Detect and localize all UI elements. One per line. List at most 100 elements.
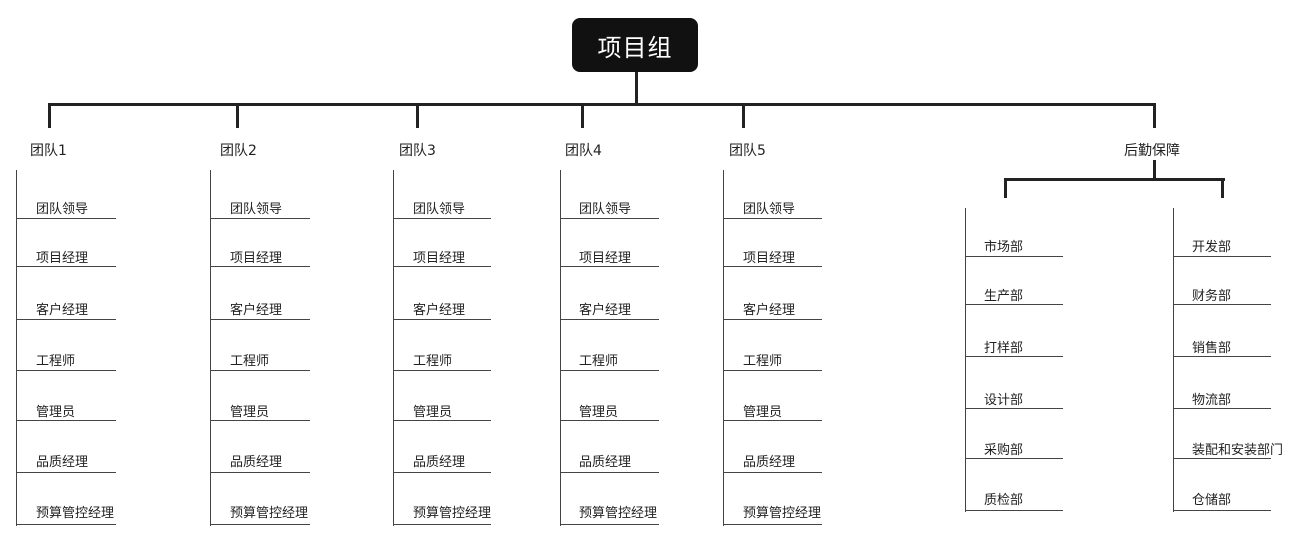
department-item: 装配和安装部门 [1192, 443, 1284, 458]
team-4-role: 客户经理 [579, 303, 632, 318]
team-1-drop [48, 103, 51, 128]
team-4-role: 项目经理 [579, 251, 632, 266]
team-4-role-underline [560, 420, 659, 421]
department-item: 设计部 [984, 393, 1024, 408]
team-5-rail [723, 170, 724, 526]
logistics-stem [1153, 160, 1156, 180]
logistics-drop [1153, 103, 1156, 128]
team-3-role: 预算管控经理 [413, 506, 492, 521]
team-2-role-underline [210, 524, 310, 525]
team-1-rail [16, 170, 17, 526]
department-item: 仓储部 [1192, 493, 1232, 508]
team-4-role-underline [560, 472, 659, 473]
team-2-role: 品质经理 [230, 455, 283, 470]
team-5-role-underline [723, 370, 822, 371]
team-5-role: 管理员 [743, 405, 783, 420]
team-1-title: 团队1 [30, 143, 67, 159]
root-node: 项目组 [572, 18, 698, 72]
team-1-role: 预算管控经理 [36, 506, 115, 521]
team-5-role: 工程师 [743, 354, 783, 369]
team-3-role-underline [393, 524, 491, 525]
team-3-role: 工程师 [413, 354, 453, 369]
department-underline [965, 256, 1063, 257]
team-1-role: 工程师 [36, 354, 76, 369]
team-2-role-underline [210, 319, 310, 320]
team-5-role: 客户经理 [743, 303, 796, 318]
department-underline [965, 408, 1063, 409]
department-underline [1173, 356, 1271, 357]
team-2-role: 团队领导 [230, 202, 283, 217]
team-4-role: 管理员 [579, 405, 619, 420]
team-3-role: 团队领导 [413, 202, 466, 217]
team-3-role-underline [393, 319, 491, 320]
team-3-role-underline [393, 218, 491, 219]
department-item: 物流部 [1192, 393, 1232, 408]
team-5-role-underline [723, 420, 822, 421]
team-1-role: 团队领导 [36, 202, 89, 217]
team-3-title: 团队3 [399, 143, 436, 159]
team-2-role-underline [210, 266, 310, 267]
department-underline [1173, 458, 1271, 459]
department-underline [965, 356, 1063, 357]
team-3-role-underline [393, 472, 491, 473]
team-1-role-underline [16, 218, 116, 219]
team-3-role: 品质经理 [413, 455, 466, 470]
team-1-role-underline [16, 472, 116, 473]
team-5-role: 项目经理 [743, 251, 796, 266]
team-5-role-underline [723, 218, 822, 219]
team-4-role: 品质经理 [579, 455, 632, 470]
team-5-role-underline [723, 524, 822, 525]
team-5-role-underline [723, 319, 822, 320]
team-1-role: 品质经理 [36, 455, 89, 470]
team-3-role-underline [393, 420, 491, 421]
team-4-role-underline [560, 218, 659, 219]
team-1-role: 客户经理 [36, 303, 89, 318]
team-2-role-underline [210, 420, 310, 421]
team-4-role-underline [560, 524, 659, 525]
department-underline [965, 304, 1063, 305]
team-2-drop [236, 103, 239, 128]
team-4-role: 预算管控经理 [579, 506, 658, 521]
team-3-role: 客户经理 [413, 303, 466, 318]
team-2-title: 团队2 [220, 143, 257, 159]
team-4-role: 工程师 [579, 354, 619, 369]
department-underline [1173, 304, 1271, 305]
team-5-role-underline [723, 266, 822, 267]
department-underline [965, 458, 1063, 459]
team-2-role: 管理员 [230, 405, 270, 420]
team-2-rail [210, 170, 211, 526]
logistics-title: 后勤保障 [1124, 143, 1180, 159]
team-3-role-underline [393, 266, 491, 267]
department-item: 开发部 [1192, 240, 1232, 255]
department-item: 市场部 [984, 240, 1024, 255]
team-1-role-underline [16, 370, 116, 371]
team-3-drop [416, 103, 419, 128]
logistics-left-drop [1004, 178, 1007, 198]
department-item: 销售部 [1192, 341, 1232, 356]
team-2-role: 项目经理 [230, 251, 283, 266]
team-4-role: 团队领导 [579, 202, 632, 217]
team-2-role: 客户经理 [230, 303, 283, 318]
department-underline [1173, 256, 1271, 257]
team-5-role: 团队领导 [743, 202, 796, 217]
logistics-left-rail [965, 208, 966, 512]
department-underline [1173, 408, 1271, 409]
logistics-right-drop [1221, 178, 1224, 198]
team-2-role-underline [210, 218, 310, 219]
team-4-title: 团队4 [565, 143, 602, 159]
department-item: 打样部 [984, 341, 1024, 356]
team-4-drop [581, 103, 584, 128]
team-4-role-underline [560, 370, 659, 371]
logistics-right-rail [1173, 208, 1174, 512]
team-1-role-underline [16, 319, 116, 320]
team-2-role-underline [210, 370, 310, 371]
logistics-bus [1004, 178, 1225, 181]
team-1-role-underline [16, 420, 116, 421]
root-stem [635, 72, 638, 105]
team-5-role: 预算管控经理 [743, 506, 822, 521]
team-5-role: 品质经理 [743, 455, 796, 470]
team-2-role: 预算管控经理 [230, 506, 309, 521]
team-4-rail [560, 170, 561, 526]
team-2-role: 工程师 [230, 354, 270, 369]
department-item: 采购部 [984, 443, 1024, 458]
